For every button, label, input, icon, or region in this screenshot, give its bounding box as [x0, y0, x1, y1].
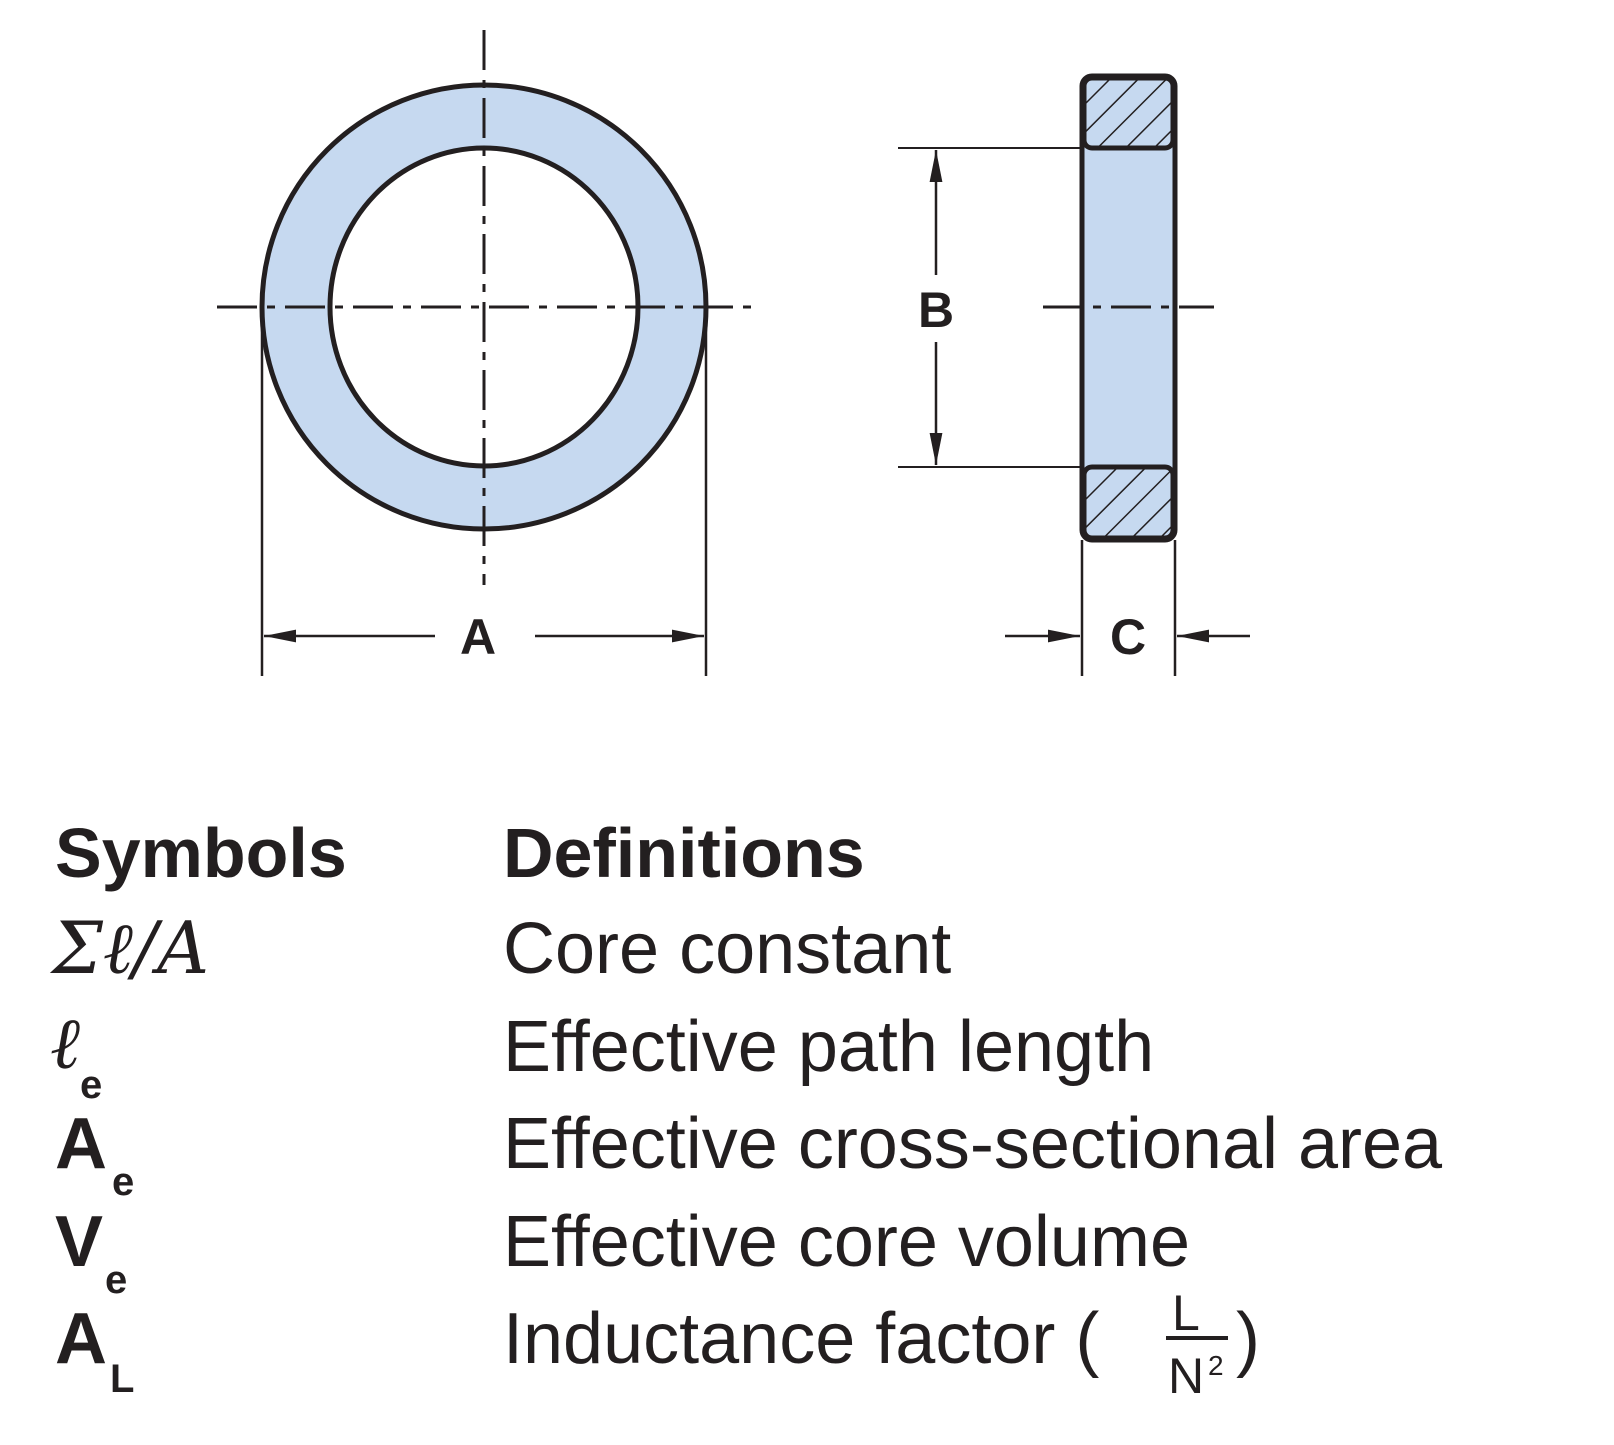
- header-symbols: Symbols: [55, 814, 347, 892]
- symbol-core-volume-subscript: e: [105, 1258, 127, 1302]
- symbol-cross-sectional-area-subscript: e: [112, 1160, 134, 1204]
- definition-inductance-factor: Inductance factor (: [503, 1299, 1099, 1379]
- fraction-denominator: N: [1168, 1348, 1204, 1404]
- symbol-cross-sectional-area: A: [55, 1104, 107, 1184]
- dimension-label-c: C: [1110, 609, 1146, 665]
- symbol-core-volume: V: [55, 1202, 103, 1282]
- dimension-label-b: B: [918, 282, 954, 338]
- hatched-section-bottom: [1081, 464, 1176, 541]
- dimension-label-a: A: [460, 609, 496, 665]
- toroid-front-view: A: [217, 30, 752, 676]
- toroid-side-view: B C: [898, 73, 1250, 676]
- symbols-table: Symbols Definitions Σℓ/A Core constant ℓ…: [49, 814, 1443, 1404]
- header-definitions: Definitions: [503, 814, 865, 892]
- definition-core-constant: Core constant: [503, 909, 951, 989]
- symbol-inductance-factor: A: [55, 1299, 107, 1379]
- definition-core-volume: Effective core volume: [503, 1202, 1190, 1282]
- symbol-path-length-subscript: e: [80, 1063, 102, 1107]
- definition-cross-sectional-area: Effective cross-sectional area: [503, 1104, 1443, 1184]
- fraction-exponent: 2: [1208, 1350, 1224, 1381]
- hatched-section-top: [1081, 75, 1176, 151]
- symbol-path-length: ℓ: [50, 1001, 80, 1085]
- fraction-numerator: L: [1172, 1285, 1200, 1341]
- symbol-inductance-factor-subscript: L: [110, 1357, 134, 1401]
- definition-path-length: Effective path length: [503, 1007, 1154, 1087]
- definition-close-paren: ): [1236, 1299, 1260, 1379]
- symbol-core-constant: Σℓ/A: [49, 906, 209, 990]
